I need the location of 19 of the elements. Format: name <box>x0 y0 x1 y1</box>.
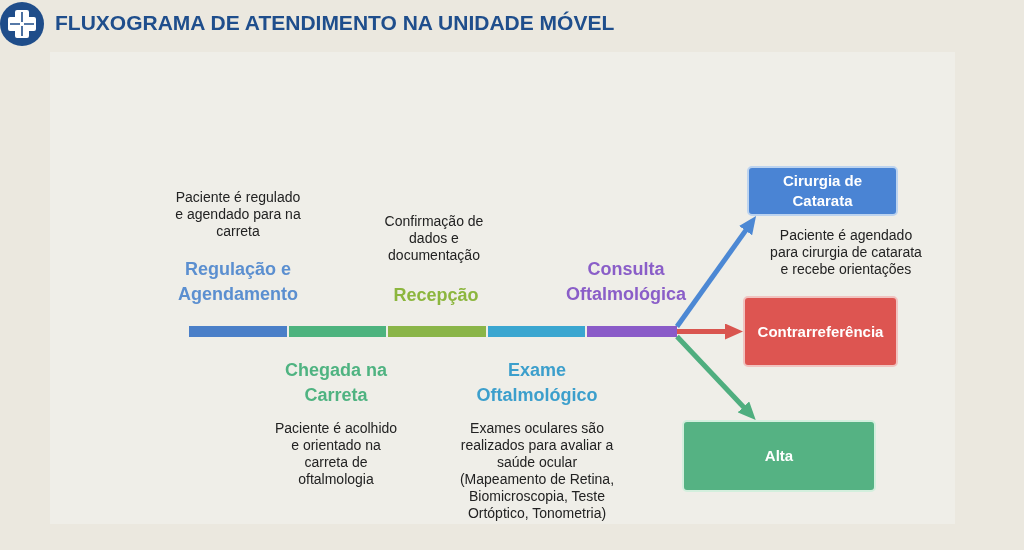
arrow <box>675 334 758 422</box>
arrow <box>677 323 743 340</box>
stage-description: Confirmação de dados e documentação <box>383 213 485 264</box>
arrow <box>674 214 759 328</box>
outcome-box <box>743 296 898 367</box>
stage-description: Paciente é regulado e agendado para na carreta <box>174 189 302 240</box>
stage-description: Paciente é acolhido e orientado na carreta de oftalmologia <box>273 420 399 488</box>
stage-title: Consulta Oftalmológica <box>565 258 687 306</box>
outcome-title: Contrarreferência <box>757 321 884 342</box>
stage-title: Regulação e Agendamento <box>177 258 299 306</box>
stage-title: Exame Oftalmológico <box>475 359 599 407</box>
stage-title: Recepção <box>392 284 480 307</box>
stage-title: Chegada na Carreta <box>284 359 388 407</box>
stage-description: Exames oculares são realizados para avaliar a saúde ocular (Mapeamento de Retina, Biomicroscopia, Teste Ortóptico, Tonometria) <box>458 420 616 522</box>
outcome-box <box>682 420 876 492</box>
outcome-description: Paciente é agendado para cirurgia de catarata e recebe orientações <box>769 227 923 278</box>
outcome-title: Cirurgia de Catarata <box>781 171 864 211</box>
diagram-title: FLUXOGRAMA DE ATENDIMENTO NA UNIDADE MÓVEL <box>55 10 615 36</box>
outcome-title: Alta <box>764 446 794 466</box>
